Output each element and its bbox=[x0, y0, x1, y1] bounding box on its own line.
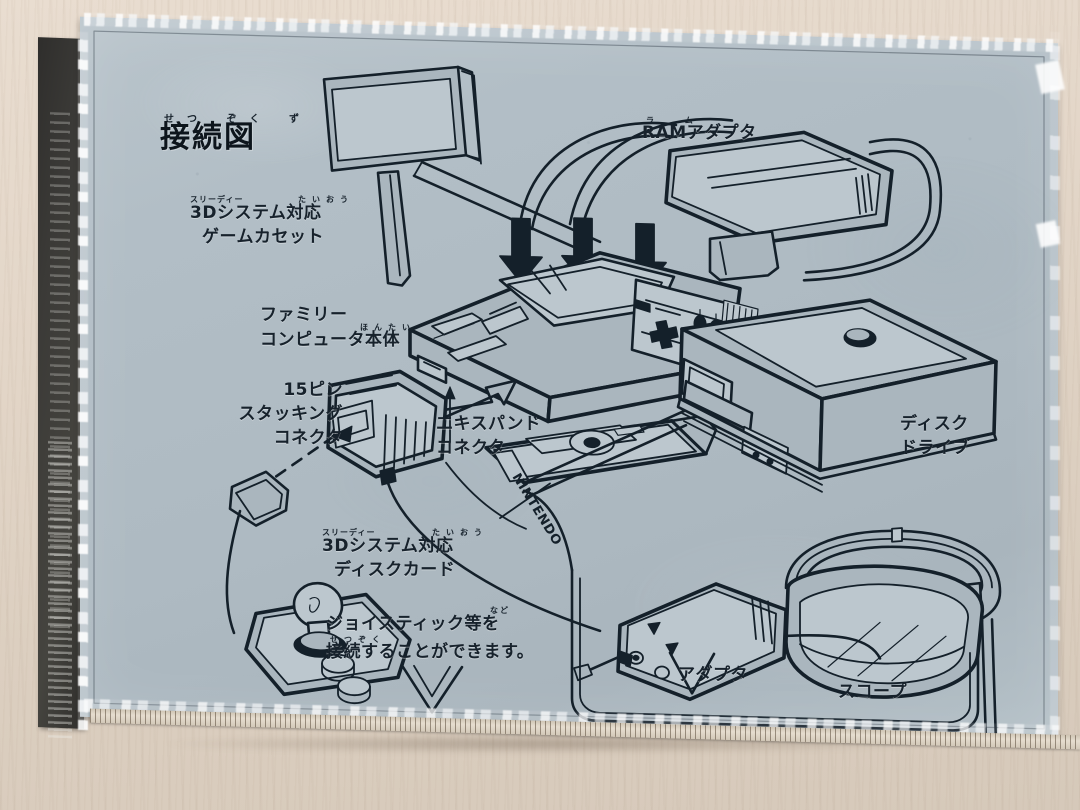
joystick-note-line1: ジョイスティック等を bbox=[326, 614, 500, 634]
joystick-dashed-cable bbox=[258, 436, 334, 489]
ram-adapter-cable-loop bbox=[518, 117, 943, 282]
adapter-label: アダプタ bbox=[678, 665, 748, 685]
adapter-art bbox=[573, 582, 788, 702]
joystick-note-ruby-setsuzoku: せつぞく bbox=[330, 635, 386, 644]
stacking-connector-label-line3: コネクタ bbox=[273, 428, 343, 448]
game-cassette-label-line2: ゲームカセット bbox=[202, 227, 324, 247]
ram-adapter-label: RAMアダプタ bbox=[642, 123, 757, 143]
disk-card-ruby-taiou: たいおう bbox=[432, 528, 488, 537]
game-cassette-ruby-3d: スリーディー bbox=[190, 195, 244, 204]
game-cassette-ruby-taiou: たいおう bbox=[298, 195, 354, 204]
disk-card-label-line2: ディスクカード bbox=[334, 560, 456, 580]
stacking-connector-art bbox=[326, 369, 448, 486]
ram-adapter-ruby: ラ ム bbox=[646, 116, 707, 125]
game-cassette-art bbox=[322, 65, 482, 287]
box-corner-tear-upper-right bbox=[1035, 59, 1065, 95]
cassette-insert-rails bbox=[412, 160, 602, 254]
famicom-console-ruby-hontai: ほんたい bbox=[360, 323, 416, 332]
ram-adapter-art bbox=[664, 130, 894, 282]
scope-label: スコープ bbox=[838, 682, 907, 702]
spine-text-block-lower bbox=[48, 437, 72, 739]
scope-art bbox=[784, 527, 1002, 743]
game-cassette-label-line1: 3Dシステム対応 bbox=[190, 203, 322, 223]
expand-connector-label-line2: コネクタ bbox=[436, 438, 506, 458]
disk-drive-art bbox=[522, 298, 998, 497]
joystick-art bbox=[225, 470, 412, 705]
joystick-note-line2: 接続することができます。 bbox=[326, 642, 535, 662]
stacking-connector-arrowhead bbox=[331, 425, 353, 443]
expand-connector-label-line1: エキスパンド bbox=[436, 414, 542, 434]
disk-drive-label-line2: ドライブ bbox=[900, 438, 970, 458]
famicom-3d-system-box: .s{fill:none;stroke:#14202a;stroke-linec… bbox=[38, 12, 1080, 762]
stacking-connector-label-line2: スタッキング bbox=[238, 404, 343, 424]
disk-card-label-line1: 3Dシステム対応 bbox=[322, 536, 454, 556]
stacking-connector-label-line1: 15ピン bbox=[283, 380, 343, 400]
famicom-console-label-line1: ファミリー bbox=[260, 305, 348, 325]
famicom-console-label-line2: コンピュータ本体 bbox=[260, 330, 400, 350]
joystick-note-ruby-nado: など bbox=[490, 606, 510, 615]
expand-connector-arrowhead bbox=[444, 386, 456, 400]
disk-drive-label-line1: ディスク bbox=[900, 414, 969, 434]
page-title: 接続図 bbox=[160, 120, 256, 155]
title-ruby: せつ ぞく ず bbox=[164, 114, 312, 125]
disk-card-ruby-3d: スリーディー bbox=[322, 528, 376, 537]
box-spine bbox=[38, 37, 84, 739]
